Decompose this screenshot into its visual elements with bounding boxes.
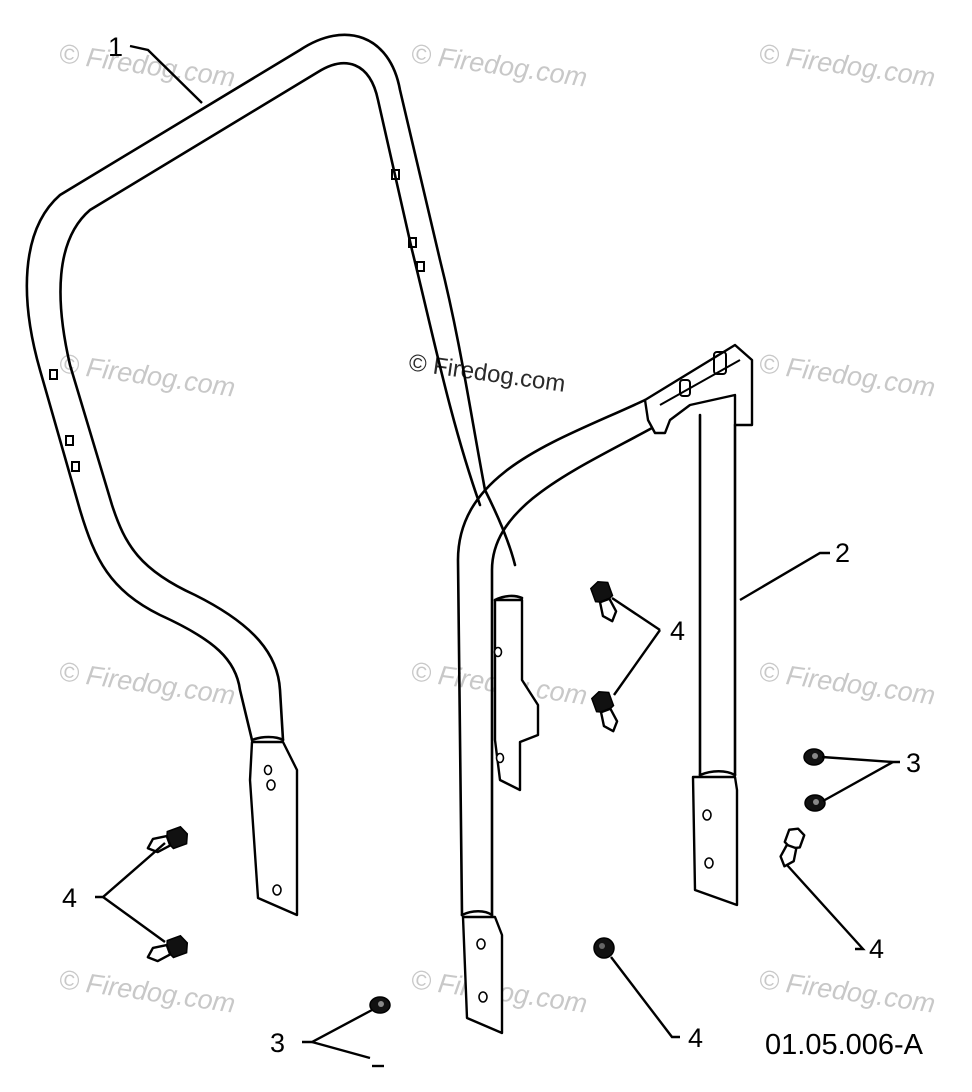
bolt-icon (590, 690, 619, 733)
watermark: © Firedog.com (57, 348, 237, 402)
clip-icon (71, 461, 80, 472)
flange-nut-icon (803, 748, 825, 766)
watermark: © Firedog.com (757, 38, 937, 92)
leader-lines (95, 44, 900, 1068)
leader-line-1 (129, 44, 203, 104)
bolt-icon (146, 825, 189, 854)
leader-line-3-bottom-a (302, 1008, 373, 1044)
callout-3-right: 3 (906, 748, 921, 778)
watermark: © Firedog.com (57, 964, 237, 1018)
mounting-plate (248, 740, 299, 917)
roll-bar-frame-small (456, 343, 754, 1035)
leader-line-4-center-b (613, 629, 661, 696)
leader-line-4-right (786, 864, 866, 951)
callout-4-right: 4 (869, 934, 884, 964)
leader-line-4-bottom (610, 956, 680, 1039)
callout-4-center: 4 (670, 616, 685, 646)
watermark: © Firedog.com (757, 964, 937, 1018)
leader-line-4-center-a (611, 597, 661, 631)
leader-line-4-left-a (95, 842, 166, 899)
leader-line-3-bottom-b (311, 1040, 371, 1060)
watermark: © Firedog.com (57, 38, 237, 92)
flange-nut-icon (804, 794, 826, 812)
watermark: © Firedog.com (409, 38, 589, 92)
bolt-icon (146, 934, 189, 963)
watermark: © Firedog.com (757, 656, 937, 710)
clip-icon (416, 261, 425, 272)
leader-line-3-right-a (821, 755, 900, 764)
watermark-grid: © Firedog.com © Firedog.com © Firedog.co… (57, 38, 937, 1018)
clip-icon (408, 237, 417, 248)
bolt-icon (779, 827, 806, 868)
watermark: © Firedog.com (57, 656, 237, 710)
flange-nut-icon (369, 996, 391, 1014)
clip-icon (65, 435, 74, 446)
clip-icon (391, 169, 400, 180)
roll-bar-frame-large (25, 33, 517, 917)
bolt-icon (593, 937, 615, 959)
watermark: © Firedog.com (757, 348, 937, 402)
leader-line-2 (739, 551, 830, 602)
clip-icon (713, 351, 727, 375)
callout-4-left: 4 (62, 883, 77, 913)
top-bracket (643, 343, 754, 435)
callout-2: 2 (835, 538, 850, 568)
leader-line-4-left-b (102, 896, 166, 943)
mounting-plate (461, 915, 504, 1035)
bolt-icon (589, 580, 618, 623)
callout-4-bottom: 4 (688, 1023, 703, 1053)
mounting-plate (691, 775, 739, 907)
callout-1: 1 (108, 32, 123, 62)
watermark-center: © Firedog.com (407, 349, 567, 398)
figure-number: 01.05.006-A (765, 1029, 924, 1061)
clip-icon (679, 379, 691, 397)
leader-line-3-right-b (822, 760, 894, 803)
callout-3-bottom: 3 (270, 1028, 285, 1058)
clip-icon (49, 369, 58, 380)
